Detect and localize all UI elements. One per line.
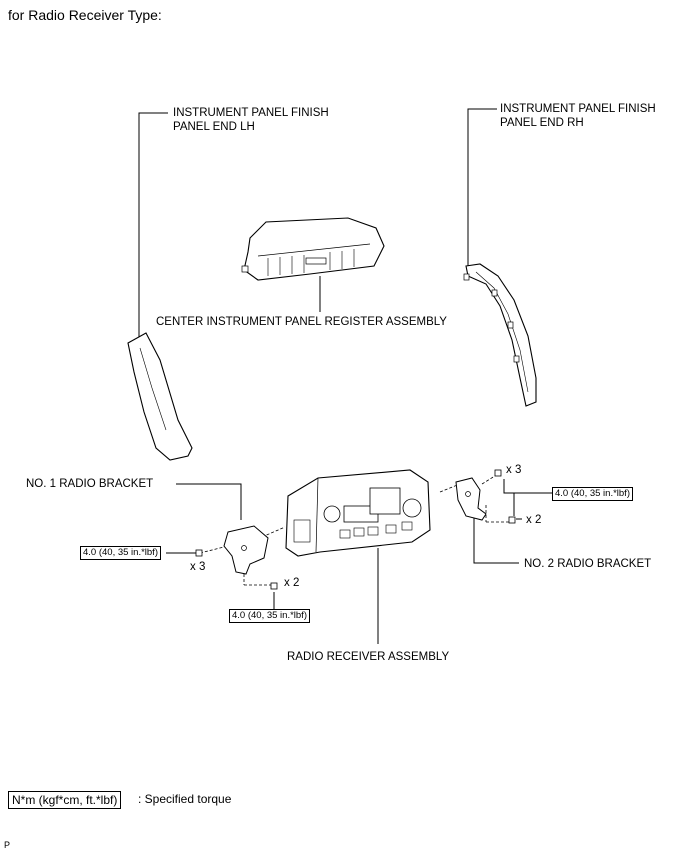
qty-left-side: x 3 <box>190 561 206 573</box>
torque-box-right: 4.0 (40, 35 in.*lbf) <box>552 487 633 501</box>
qty-left-lower: x 2 <box>284 577 300 589</box>
legend-unit-box: N*m (kgf*cm, ft.*lbf) <box>8 791 122 809</box>
no2-bracket-shape <box>455 477 487 521</box>
screw-icon <box>195 549 203 557</box>
label-radio-receiver: RADIO RECEIVER ASSEMBLY <box>287 651 450 663</box>
label-center-register: CENTER INSTRUMENT PANEL REGISTER ASSEMBL… <box>156 316 447 328</box>
panel-end-rh-shape <box>465 263 537 407</box>
screw-icon <box>270 582 278 590</box>
torque-box-left: 4.0 (40, 35 in.*lbf) <box>80 546 161 560</box>
qty-right-upper: x 3 <box>506 464 522 476</box>
qty-right-lower: x 2 <box>526 514 542 526</box>
leader-panel-end-lh <box>138 112 168 340</box>
torque-bracket-right <box>503 479 552 494</box>
torque-box-bottom: 4.0 (40, 35 in.*lbf) <box>229 609 310 623</box>
page-title: for Radio Receiver Type: <box>8 7 162 23</box>
screw-icon <box>508 516 516 524</box>
label-no1-bracket: NO. 1 RADIO BRACKET <box>26 478 154 490</box>
panel-end-lh-shape <box>127 332 193 461</box>
leader-panel-end-rh <box>467 108 497 268</box>
legend-description: : Specified torque <box>138 792 232 806</box>
leader-no2-bracket <box>473 515 519 564</box>
screw-icon <box>494 469 502 477</box>
center-register-shape <box>243 217 385 281</box>
label-no2-bracket: NO. 2 RADIO BRACKET <box>524 558 652 570</box>
label-panel-end-lh: INSTRUMENT PANEL FINISH PANEL END LH <box>173 107 329 133</box>
label-panel-end-rh: INSTRUMENT PANEL FINISH PANEL END RH <box>500 103 656 129</box>
leader-no1-bracket <box>176 483 242 520</box>
corner-mark: P <box>4 840 11 850</box>
